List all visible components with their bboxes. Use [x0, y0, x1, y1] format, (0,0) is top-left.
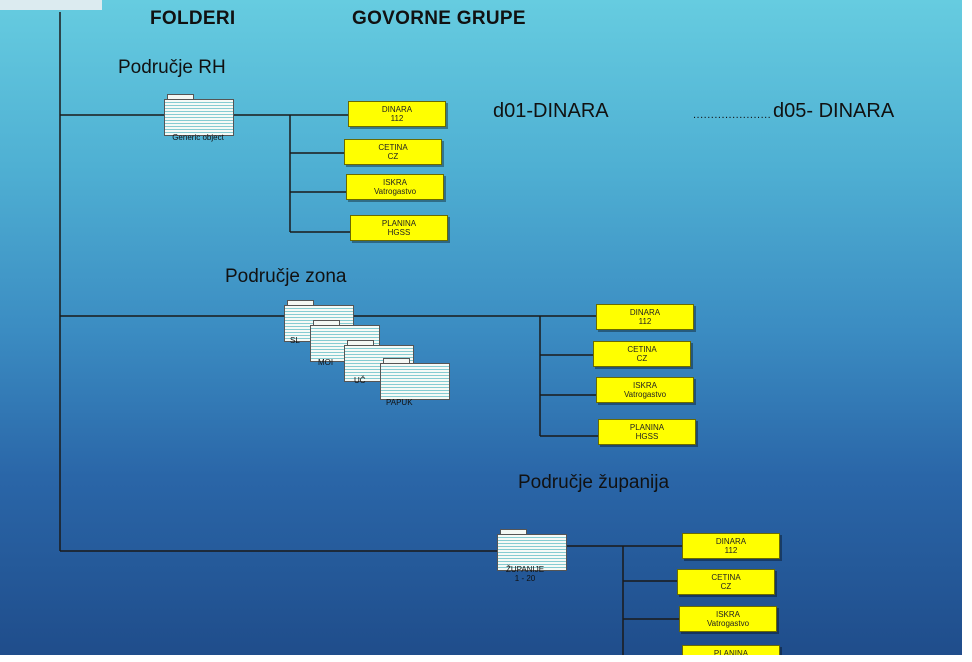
channel-start-label: d01-DINARA [493, 100, 609, 122]
folder-label-zone: PAPUK [386, 398, 413, 407]
section-title-zupanija: Područje županija [518, 472, 670, 493]
bottom-margin [0, 655, 972, 662]
corner-tab [0, 0, 102, 10]
folder-label-zupanije: ŽUPANIJE 1 - 20 [505, 565, 545, 583]
channel-ellipsis: ...................... [693, 109, 772, 121]
folder-icon[interactable] [380, 358, 450, 400]
folder-label-zone: UČ [354, 376, 366, 385]
folder-label-zone: MOI [318, 358, 334, 367]
folders-header: FOLDERI [150, 8, 236, 29]
section-title-rh: Područje RH [118, 57, 226, 78]
section-title-zona: Područje zona [225, 266, 347, 287]
folder-icon[interactable] [164, 94, 234, 136]
folder-label-zone: SL [290, 336, 300, 345]
right-margin [962, 0, 972, 662]
groups-header: GOVORNE GRUPE [352, 8, 526, 29]
folder-icon[interactable] [497, 529, 567, 571]
folder-label-rh: Generic object [172, 133, 224, 142]
channel-end-label: d05- DINARA [773, 100, 895, 122]
